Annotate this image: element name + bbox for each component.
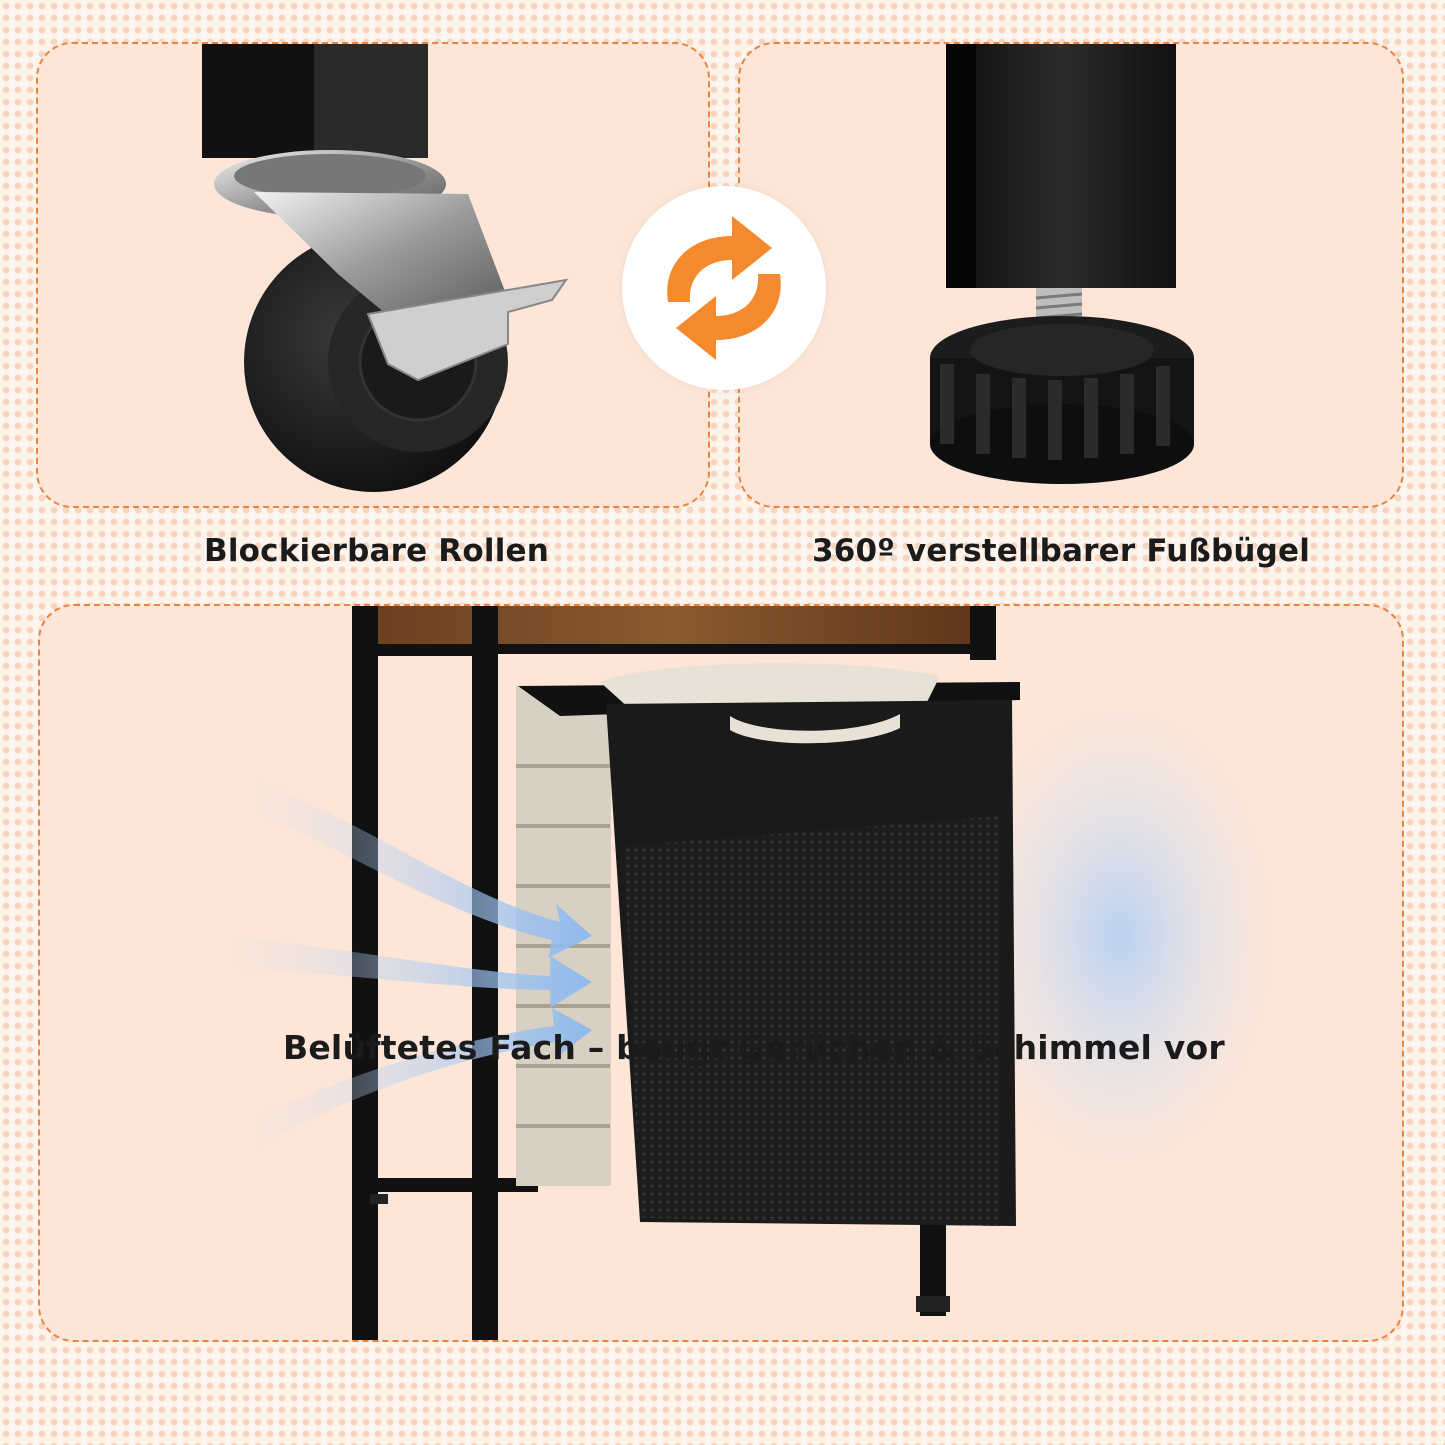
airflow-arrows-icon (220, 776, 592, 1152)
ventilation-panel (38, 604, 1404, 1342)
swap-arrows-icon (667, 216, 781, 360)
ventilation-caption: Belüftetes Fach – beugt Gerüchen & Schim… (283, 1028, 1225, 1067)
foot-caption: 360º verstellbarer Fußbügel (812, 533, 1311, 569)
swap-badge (622, 186, 826, 390)
caster-wheel-image (202, 44, 569, 492)
laundry-cabinet-image (220, 606, 1280, 1340)
leveling-foot-panel (738, 42, 1404, 508)
caster-caption: Blockierbare Rollen (204, 533, 550, 569)
caster-panel (36, 42, 710, 508)
leveling-foot-image (930, 44, 1194, 484)
